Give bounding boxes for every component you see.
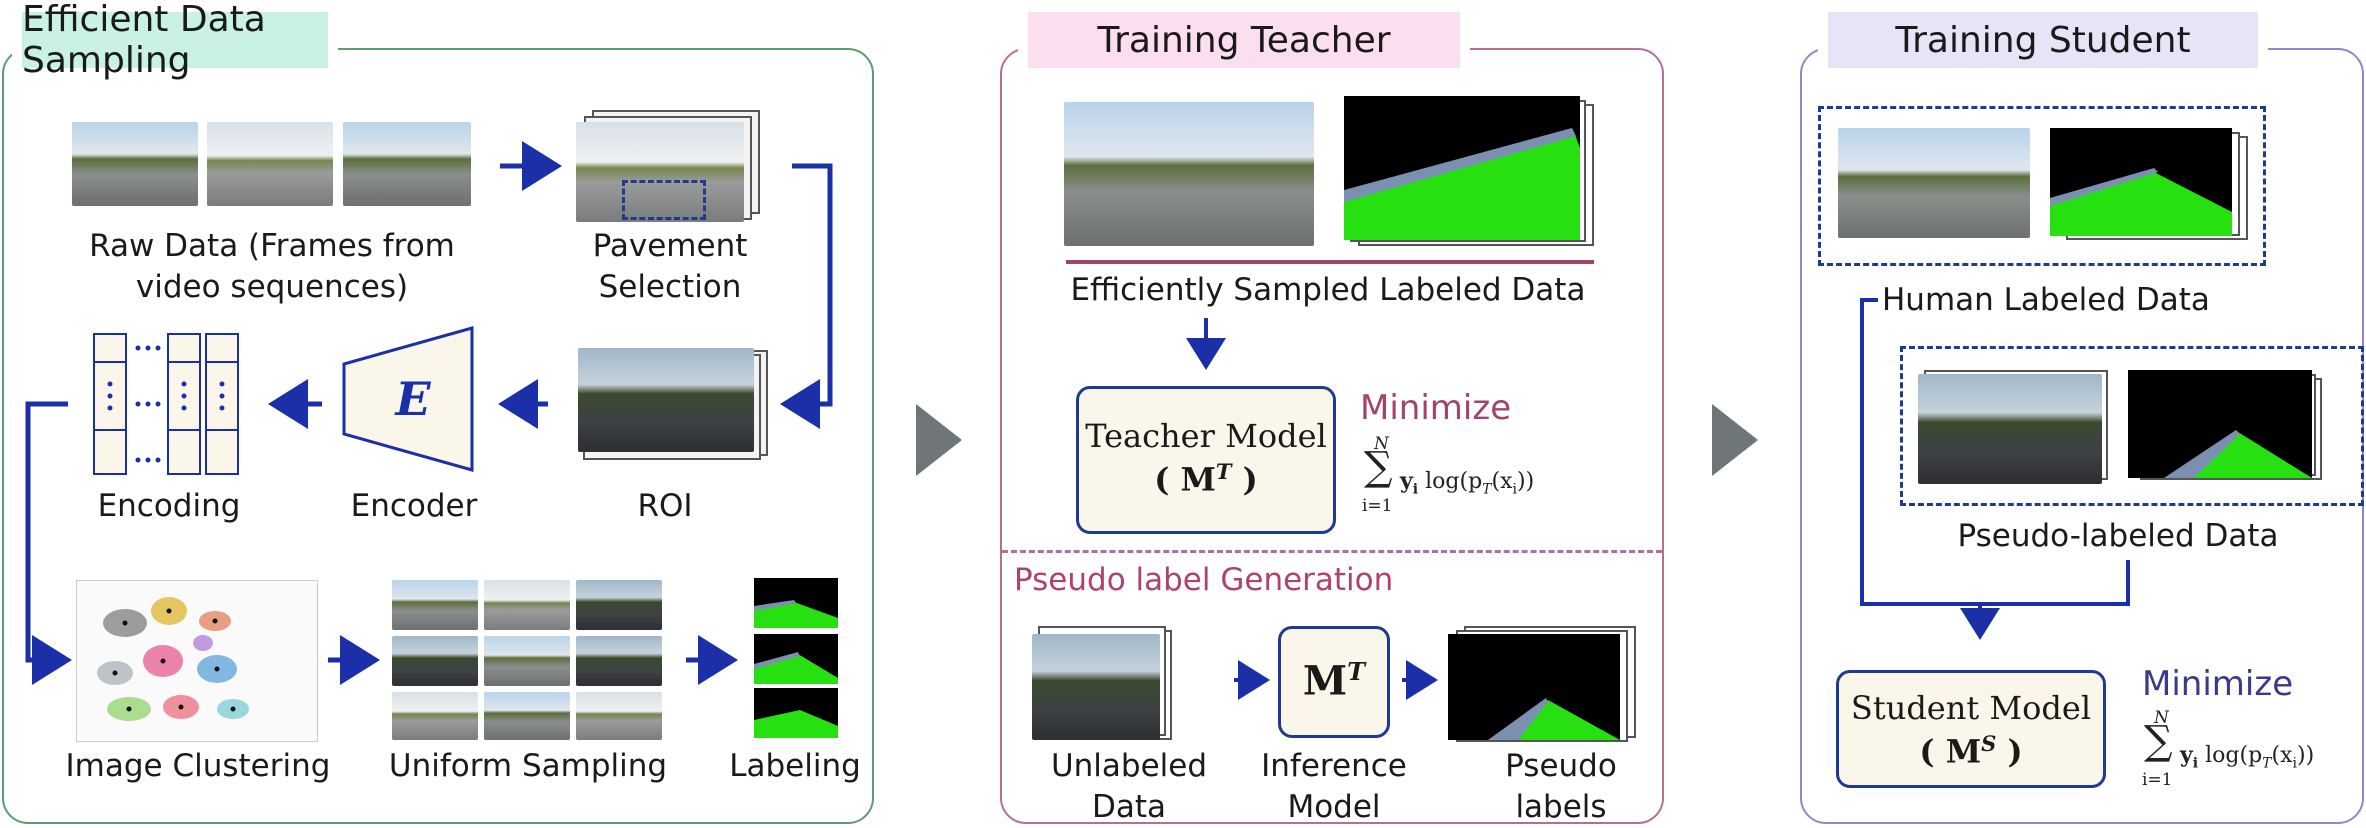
pseudo-data-image [1918, 374, 2102, 484]
pavement-frame [576, 122, 744, 222]
human-data-frame [1818, 106, 2266, 266]
encoder-trapezoid-icon [342, 326, 474, 472]
roi-frame [578, 348, 754, 452]
panel3-title: Training Student [1828, 12, 2258, 68]
encoding-caption: Encoding [97, 488, 241, 524]
label-mask-3 [754, 688, 838, 738]
teacher-sampled-image [1064, 102, 1314, 246]
sample-4 [392, 636, 478, 686]
teacher-model-box: Teacher Model ( MT ) [1076, 386, 1336, 534]
label-mask-2 [754, 634, 838, 684]
arrows-panel3 [1860, 298, 2130, 640]
raw-data-caption: Raw Data (Frames from video sequences) [89, 228, 455, 305]
panel2-title: Training Teacher [1028, 12, 1460, 68]
teacher-data-underline [1066, 260, 1594, 264]
sample-5 [484, 636, 570, 686]
panel-efficient-data-sampling [2, 48, 874, 824]
encoder-symbol: E [395, 372, 431, 426]
sample-9 [576, 692, 662, 740]
pseudo-data-caption: Pseudo-labeled Data [1957, 518, 2279, 554]
pavement-roi-box [622, 180, 706, 220]
arrows-panel2 [1186, 318, 1438, 700]
inference-model-symbol: MT [1302, 657, 1366, 705]
raw-frame-2 [207, 122, 333, 206]
human-data-mask [2050, 128, 2232, 236]
labeling-caption: Labeling [729, 748, 861, 784]
student-loss-formula: N ∑ i=1 yi log(pT(xi)) [2142, 708, 2315, 790]
label-mask-1 [754, 578, 838, 628]
pseudo-data-frame [1900, 346, 2364, 506]
arrows-panel1 [25, 141, 833, 685]
encoder-caption: Encoder [350, 488, 478, 524]
pseudo-section-title: Pseudo label Generation [1014, 562, 1394, 598]
sample-3 [576, 580, 662, 630]
student-minimize-label: Minimize [2142, 664, 2294, 704]
sample-6 [576, 636, 662, 686]
uniform-caption: Uniform Sampling [388, 748, 668, 784]
sample-8 [484, 692, 570, 740]
pseudo-section-divider [1002, 550, 1662, 553]
encoding-vectors [92, 332, 244, 476]
human-data-caption: Human Labeled Data [1882, 282, 2210, 318]
sample-2 [484, 580, 570, 630]
chevron-right-icon [1712, 404, 1758, 476]
inference-model-box: MT [1278, 626, 1390, 738]
pavement-caption: Pavement Selection [592, 228, 748, 305]
sampled-caption: Efficiently Sampled Labeled Data [1070, 272, 1586, 308]
clustering-caption: Image Clustering [65, 748, 331, 784]
inference-caption: Inference Model [1261, 748, 1407, 825]
teacher-model-symbol: ( MT ) [1154, 459, 1258, 499]
raw-frame-3 [343, 122, 471, 206]
human-data-image [1838, 128, 2030, 238]
teacher-minimize-label: Minimize [1360, 388, 1512, 428]
unlabeled-image [1032, 634, 1160, 740]
teacher-sampled-mask [1344, 96, 1580, 240]
teacher-loss-formula: N ∑ i=1 yi log(pT(xi)) [1362, 434, 1535, 516]
roi-caption: ROI [637, 488, 693, 524]
clustering-plot [76, 580, 318, 742]
student-model-name: Student Model [1850, 689, 2092, 727]
chevron-right-icon [916, 404, 962, 476]
unlabeled-caption: Unlabeled Data [1050, 748, 1208, 825]
pseudo-labels-mask [1448, 634, 1620, 740]
pseudo-data-mask [2128, 370, 2312, 478]
student-model-symbol: ( MS ) [1919, 731, 2023, 771]
sample-7 [392, 692, 478, 740]
teacher-model-name: Teacher Model [1085, 417, 1327, 455]
pseudo-labels-caption: Pseudo labels [1505, 748, 1617, 825]
student-model-box: Student Model ( MS ) [1836, 670, 2106, 788]
raw-frame-1 [72, 122, 198, 206]
sample-1 [392, 580, 478, 630]
